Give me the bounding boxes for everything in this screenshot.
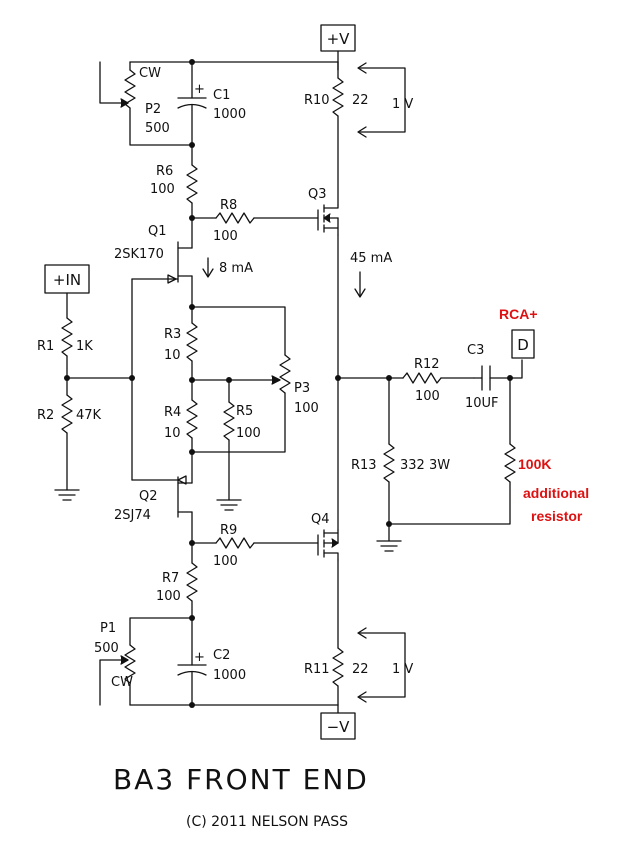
resistor-added-100k: 100K additional resistor [388, 377, 589, 525]
r10-drop-indicator: 1 V [357, 62, 413, 138]
resistor-r5: R5 100 [223, 379, 261, 501]
r11-ref: R11 [304, 662, 330, 677]
resistor-r4: R4 10 [164, 379, 198, 484]
r1-ref: R1 [37, 339, 54, 354]
q1-current-label: 8 mA [219, 261, 253, 276]
resistor-r6: R6 100 [150, 144, 198, 219]
copyright-notice: (C) 2011 NELSON PASS [186, 814, 348, 830]
r11-drop-label: 1 V [392, 662, 413, 677]
q1-part: 2SK170 [114, 247, 164, 262]
c2-value: 1000 [213, 668, 246, 683]
negative-rail: −V [320, 712, 356, 740]
r11-value: 22 [352, 662, 369, 677]
p2-cw: CW [139, 66, 161, 81]
capacitor-c1: + C1 1000 [177, 61, 246, 146]
pot-p1: P1 500 CW [94, 617, 193, 706]
q1-ref: Q1 [148, 224, 167, 239]
r10-ref: R10 [304, 93, 330, 108]
negative-rail-label: −V [327, 718, 351, 736]
r13-ref: R13 [351, 458, 377, 473]
resistor-r3: R3 10 [164, 306, 198, 381]
r11-drop-indicator: 1 V [357, 627, 413, 703]
c2-polarity: + [194, 650, 205, 665]
c3-ref: C3 [467, 343, 484, 358]
added-resistor-note-1: additional [523, 485, 589, 501]
r10-value: 22 [352, 93, 369, 108]
q2-part: 2SJ74 [114, 508, 151, 523]
r5-value: 100 [236, 426, 261, 441]
r4-ref: R4 [164, 405, 181, 420]
p1-cw: CW [111, 675, 133, 690]
positive-rail-label: +V [327, 30, 351, 48]
r9-ref: R9 [220, 523, 237, 538]
resistor-r12: R12 100 [402, 357, 475, 404]
resistor-r13: R13 332 3W [351, 377, 450, 542]
mosfet-q4: Q4 [311, 512, 339, 561]
p3-ref: P3 [294, 381, 310, 396]
capacitor-c3: C3 10UF [465, 343, 511, 411]
mosfet-q3: Q3 [308, 187, 339, 236]
ground-symbol-input [54, 489, 80, 501]
c1-polarity: + [194, 82, 205, 97]
resistor-r11: R11 22 [304, 559, 369, 706]
r8-value: 100 [213, 229, 238, 244]
schematic-title: BA3 FRONT END [113, 763, 369, 796]
output-rca-label: RCA+ [499, 306, 538, 322]
resistor-r2: R2 47K [37, 377, 102, 491]
pot-p2: CW P2 500 [99, 61, 193, 146]
r5-ref: R5 [236, 404, 253, 419]
positive-rail: +V [320, 24, 356, 71]
output-box-label: D [517, 336, 529, 354]
r4-value: 10 [164, 426, 181, 441]
r9-value: 100 [213, 554, 238, 569]
output-current-label: 45 mA [350, 251, 392, 266]
r13-value: 332 3W [400, 458, 450, 473]
ground-symbol-output [376, 540, 402, 552]
pot-p3: P3 100 [191, 306, 319, 453]
q2-ref: Q2 [139, 489, 158, 504]
q3-ref: Q3 [308, 187, 327, 202]
input-terminal: +IN [44, 264, 90, 319]
jfet-q1: Q1 2SK170 [114, 217, 193, 308]
r6-value: 100 [150, 182, 175, 197]
r6-ref: R6 [156, 164, 173, 179]
r7-ref: R7 [162, 571, 179, 586]
p3-value: 100 [294, 401, 319, 416]
r2-ref: R2 [37, 408, 54, 423]
p2-ref: P2 [145, 102, 161, 117]
r10-drop-label: 1 V [392, 97, 413, 112]
added-resistor-value: 100K [518, 456, 551, 472]
c3-value: 10UF [465, 396, 499, 411]
p2-value: 500 [145, 121, 170, 136]
ground-symbol-r5 [216, 499, 242, 511]
jfet-q2: Q2 2SJ74 [114, 475, 193, 544]
capacitor-c2: + C2 1000 [177, 617, 246, 706]
p1-ref: P1 [100, 621, 116, 636]
resistor-r8: R8 100 [191, 198, 319, 244]
r1-value: 1K [76, 339, 93, 354]
input-label: +IN [53, 271, 81, 289]
resistor-r7: R7 100 [156, 542, 198, 619]
r12-value: 100 [415, 389, 440, 404]
output-box [511, 329, 535, 359]
c1-ref: C1 [213, 88, 230, 103]
r8-ref: R8 [220, 198, 237, 213]
r3-value: 10 [164, 348, 181, 363]
output-terminal: D RCA+ [499, 306, 538, 379]
resistor-r10: R10 22 [304, 61, 369, 206]
r2-value: 47K [76, 408, 102, 423]
added-resistor-note-2: resistor [531, 508, 583, 524]
r12-ref: R12 [414, 357, 440, 372]
resistor-r1: R1 1K [37, 317, 93, 379]
r3-ref: R3 [164, 327, 181, 342]
output-current-arrow [354, 271, 366, 298]
q1-current-arrow [202, 257, 214, 278]
c2-ref: C2 [213, 648, 230, 663]
c1-value: 1000 [213, 107, 246, 122]
resistor-r9: R9 100 [191, 523, 319, 569]
p1-value: 500 [94, 641, 119, 656]
q4-ref: Q4 [311, 512, 330, 527]
r7-value: 100 [156, 589, 181, 604]
